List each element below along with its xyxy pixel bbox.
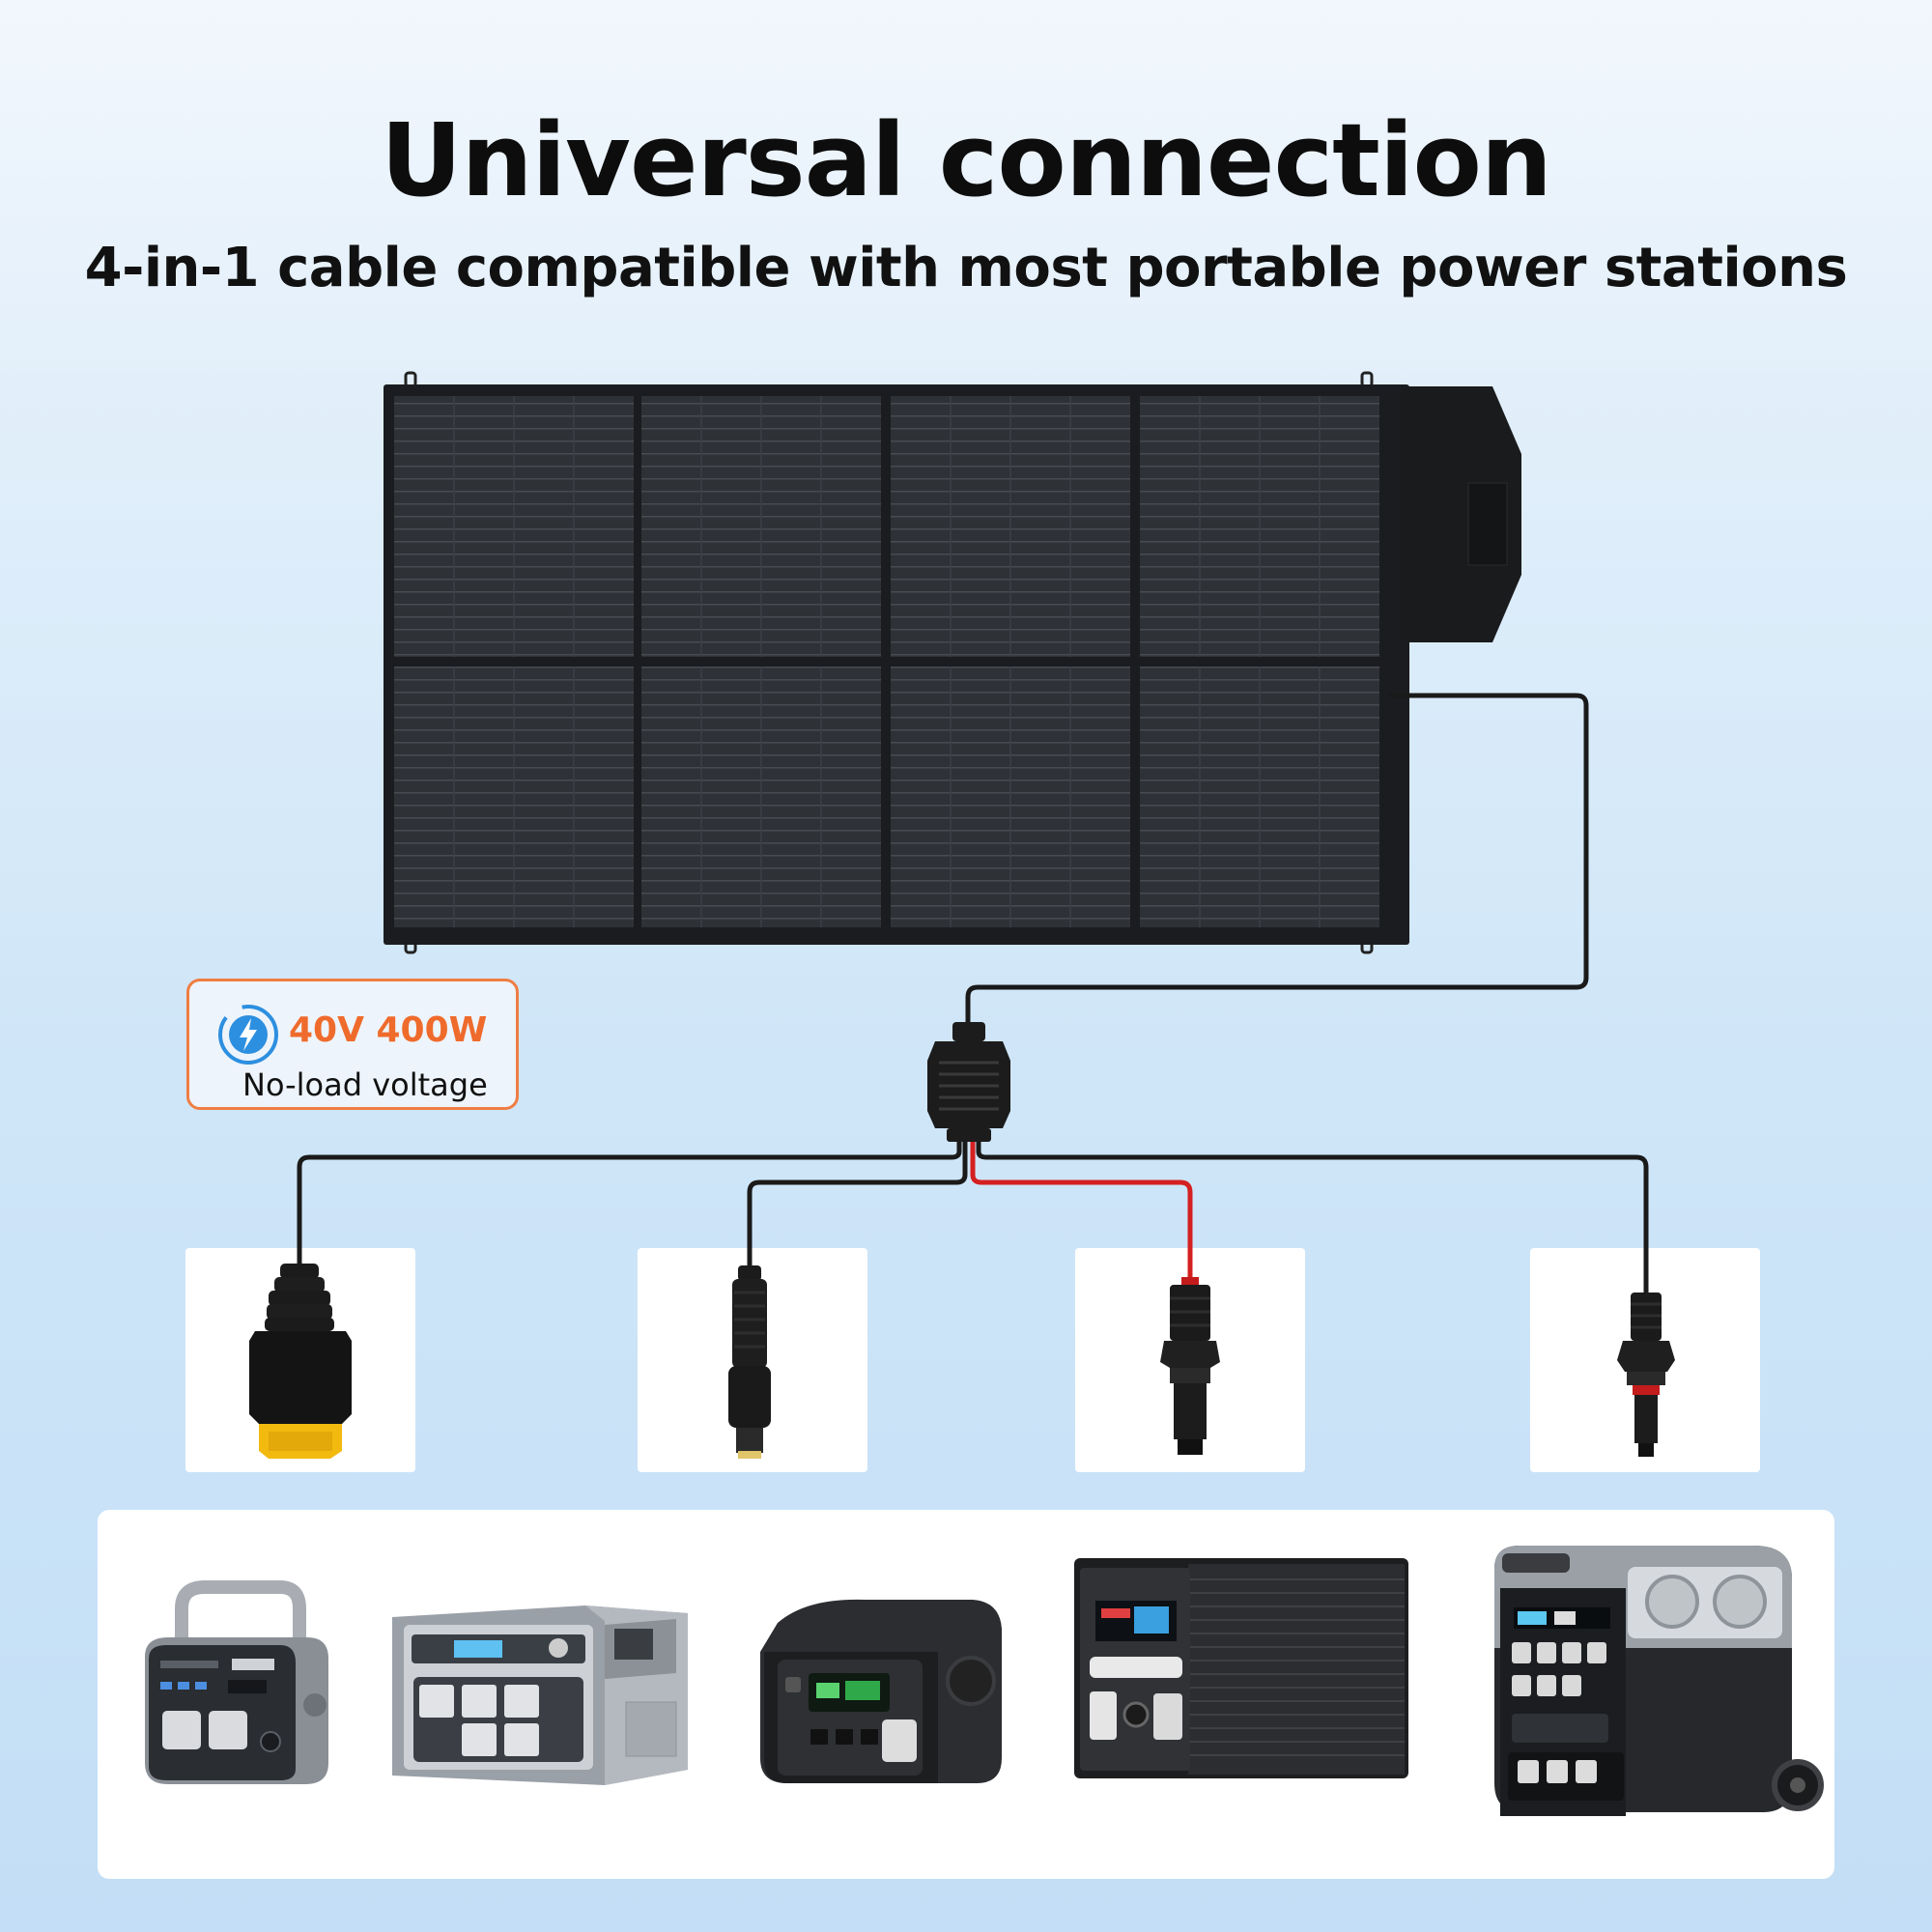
page-subtitle: 4-in-1 cable compatible with most portab… [84, 237, 1848, 299]
lightning-bolt-icon [218, 1005, 278, 1065]
y-splitter-icon [927, 1022, 1010, 1142]
black-power-station-icon [760, 1599, 1002, 1783]
solar-panel-icon [384, 371, 1521, 954]
dc-barrel-connector-icon [728, 1248, 771, 1459]
xt60-connector-icon [249, 1248, 352, 1459]
mc4-connector-black-icon [1617, 1248, 1675, 1457]
spec-badge: 40V 400W No-load voltage [186, 979, 519, 1110]
spec-label: No-load voltage [242, 1066, 488, 1103]
spec-value: 40V 400W [289, 1010, 488, 1050]
mc4-connector-red-icon [1160, 1248, 1220, 1455]
wheeled-power-station-icon [1494, 1546, 1824, 1816]
grey-power-station-icon [392, 1605, 688, 1785]
large-cube-power-station-icon [1074, 1558, 1408, 1778]
compact-power-station-icon [145, 1580, 328, 1784]
page-title: Universal connection [381, 101, 1552, 219]
